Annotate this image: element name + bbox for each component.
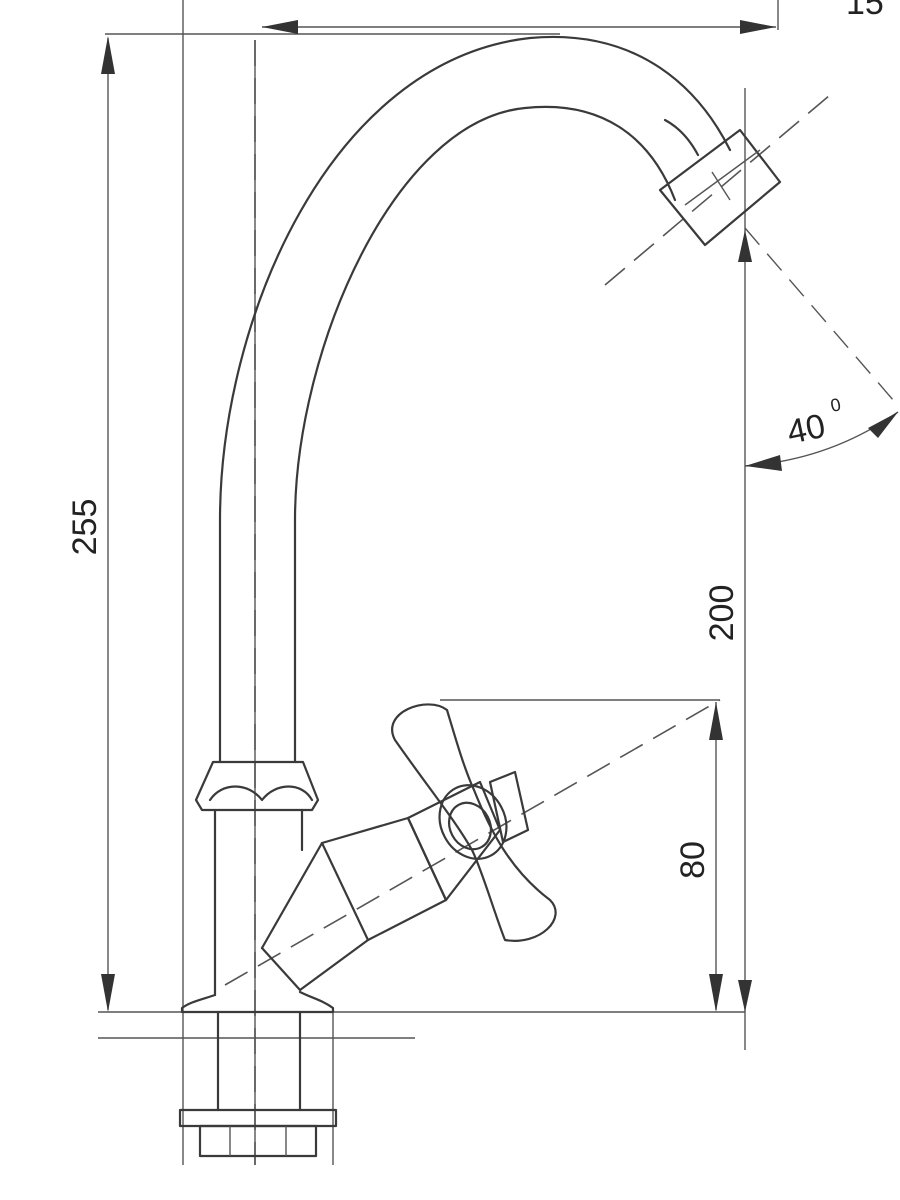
angle-unit-label: 0 — [829, 394, 843, 416]
extension-lines — [98, 0, 900, 1165]
aerator — [658, 128, 782, 247]
angle-label: 40 — [784, 407, 829, 452]
spout-height-label: 200 — [703, 585, 741, 642]
mounting-shank — [178, 1010, 338, 1158]
valve-cartridge — [260, 780, 502, 992]
dimension-spout-height: 200 — [703, 230, 752, 1012]
center-lines — [224, 40, 831, 1165]
overall-height-label: 255 — [66, 499, 104, 556]
spout — [218, 35, 732, 764]
faucet-body — [180, 808, 335, 1014]
dimension-overall-height: 255 — [66, 36, 115, 1012]
collar-nut — [194, 760, 320, 812]
reach-label: 15 — [846, 0, 884, 22]
dimension-angle: 40 0 — [744, 394, 899, 471]
cross-handle — [391, 703, 557, 942]
valve-height-label: 80 — [674, 841, 712, 879]
dimension-reach: 15 — [262, 0, 884, 34]
dimension-valve-height: 80 — [674, 702, 723, 1012]
